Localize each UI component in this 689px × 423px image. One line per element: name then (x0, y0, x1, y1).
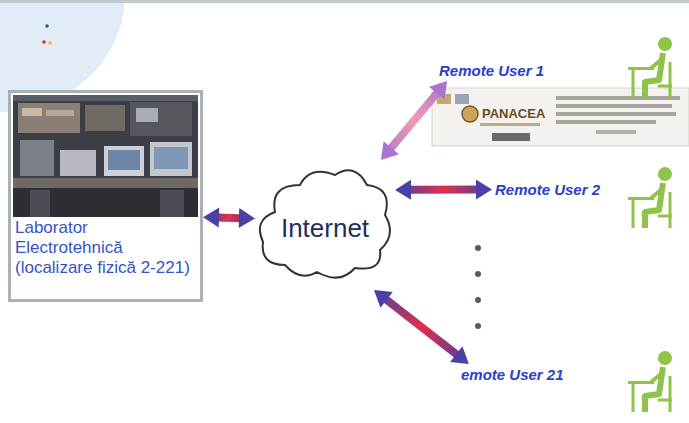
user-label: Remote User 1 (436, 60, 547, 81)
lab-frame (10, 92, 202, 301)
arrowhead (239, 208, 255, 228)
connector-group (381, 81, 447, 160)
user-icon (628, 167, 672, 228)
arrowhead (374, 290, 393, 308)
lab-photo (13, 95, 198, 217)
lab-box: Laborator Electrotehnică (localizare fiz… (8, 90, 203, 302)
top-rule (0, 0, 689, 3)
node-text: Internet (281, 207, 369, 244)
dot (42, 40, 46, 44)
panacea-banner (432, 88, 689, 146)
arrowhead (476, 180, 492, 200)
double-arrow (409, 186, 478, 194)
arrowhead (450, 346, 469, 364)
connector-group (374, 290, 469, 364)
double-arrow (217, 214, 241, 223)
node-text: Laborator Electrotehnică (localizare fiz… (15, 218, 197, 278)
user-icon (628, 37, 672, 98)
ellipsis-dots (475, 245, 481, 329)
connector-group (395, 180, 492, 200)
double-arrow (390, 92, 438, 150)
internet-cloud: Internet (255, 160, 395, 290)
node-text: emote User 21 (461, 366, 564, 383)
dot (45, 24, 49, 28)
user-label: Remote User 2 (492, 179, 603, 200)
banner-label: PANACEA (482, 106, 545, 121)
arrowhead (203, 208, 219, 228)
double-arrow (385, 299, 458, 356)
dot (48, 41, 52, 45)
connector-group (203, 208, 255, 228)
user-label: emote User 21 (458, 364, 567, 385)
corner-arc (0, 0, 125, 112)
arrowhead (395, 180, 411, 200)
arrowhead (381, 141, 399, 160)
arrowhead (429, 81, 447, 100)
node-text: Remote User 2 (495, 181, 600, 198)
user-icon (628, 351, 672, 412)
node-text: Remote User 1 (439, 62, 544, 79)
